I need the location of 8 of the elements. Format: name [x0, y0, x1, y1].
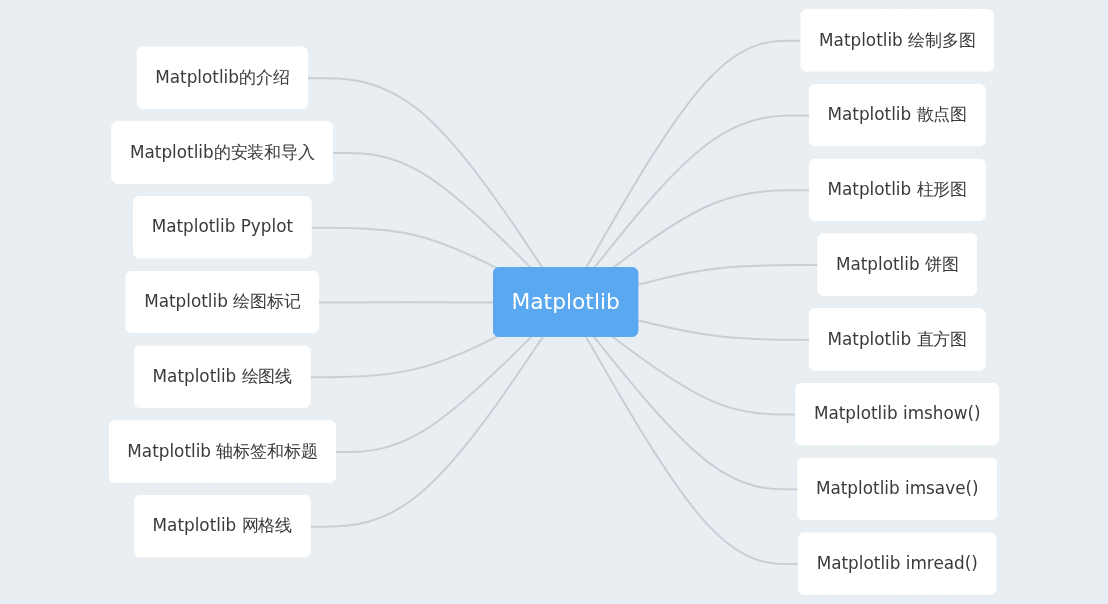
connector	[334, 335, 533, 453]
connector	[309, 335, 545, 528]
connector	[592, 335, 800, 491]
connector	[309, 335, 499, 379]
connector	[611, 335, 798, 416]
connector	[310, 226, 499, 270]
connector	[637, 264, 820, 286]
connector	[306, 77, 545, 270]
